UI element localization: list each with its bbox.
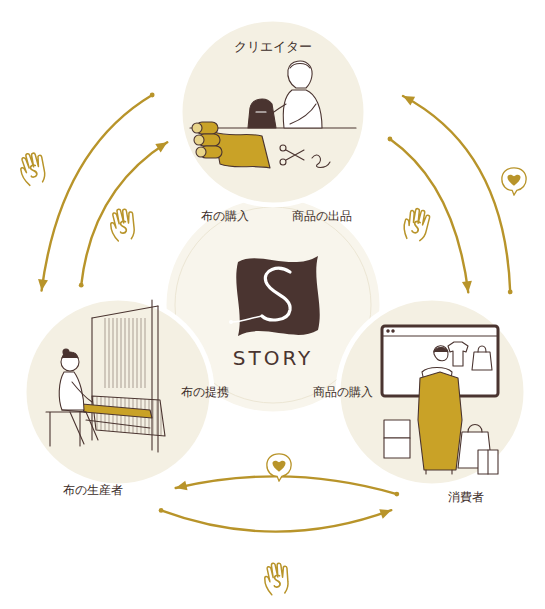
arrow-tail-dot (79, 283, 84, 288)
heart-bubble (502, 168, 526, 195)
heart-bubble (267, 454, 291, 481)
hand-icon (108, 207, 137, 242)
story-logo (229, 256, 320, 336)
node-label: 布の購入 (201, 209, 249, 223)
node-label: 布の提携 (181, 385, 229, 399)
flow-arrow (159, 508, 392, 532)
hand-icon (17, 150, 48, 186)
arrow-head (155, 142, 167, 152)
circle-node: クリエイター布の購入商品の出品 (177, 16, 369, 208)
arrow-line (403, 96, 510, 292)
arrow-tail-dot (150, 93, 155, 98)
flow-arrow (79, 142, 167, 287)
arrow-tail-dot (159, 508, 164, 513)
node-label: 消費者 (448, 490, 484, 504)
node-label: クリエイター (234, 39, 312, 55)
flow-arrow (388, 137, 472, 293)
node-label: 商品の購入 (313, 385, 373, 399)
circle-node: STORY (161, 193, 385, 417)
arrow-line (42, 95, 153, 291)
arrow-tail-dot (394, 492, 399, 497)
hand-icon (402, 207, 431, 242)
node-label: STORY (233, 346, 314, 370)
arrow-head (379, 509, 391, 518)
flow-arrow (403, 96, 513, 294)
arrow-line (81, 142, 167, 285)
arrow-tail-dot (388, 137, 393, 142)
arrow-head (403, 96, 415, 106)
arrow-head (176, 481, 188, 491)
circle-outline (161, 193, 385, 417)
hand-icon (263, 561, 291, 595)
circle-node: 布の提携布の生産者 (21, 295, 215, 489)
arrow-line (390, 139, 468, 292)
arrow-head (38, 279, 48, 291)
circle-node: 商品の購入消費者 (335, 295, 529, 489)
arrow-line (161, 510, 391, 531)
flow-arrow (38, 93, 155, 291)
flow-arrow (176, 476, 400, 496)
node-label: 商品の出品 (292, 209, 352, 223)
arrow-tail-dot (508, 290, 513, 295)
arrow-line (176, 476, 397, 494)
node-label: 布の生産者 (63, 483, 123, 497)
arrow-head (462, 281, 472, 293)
